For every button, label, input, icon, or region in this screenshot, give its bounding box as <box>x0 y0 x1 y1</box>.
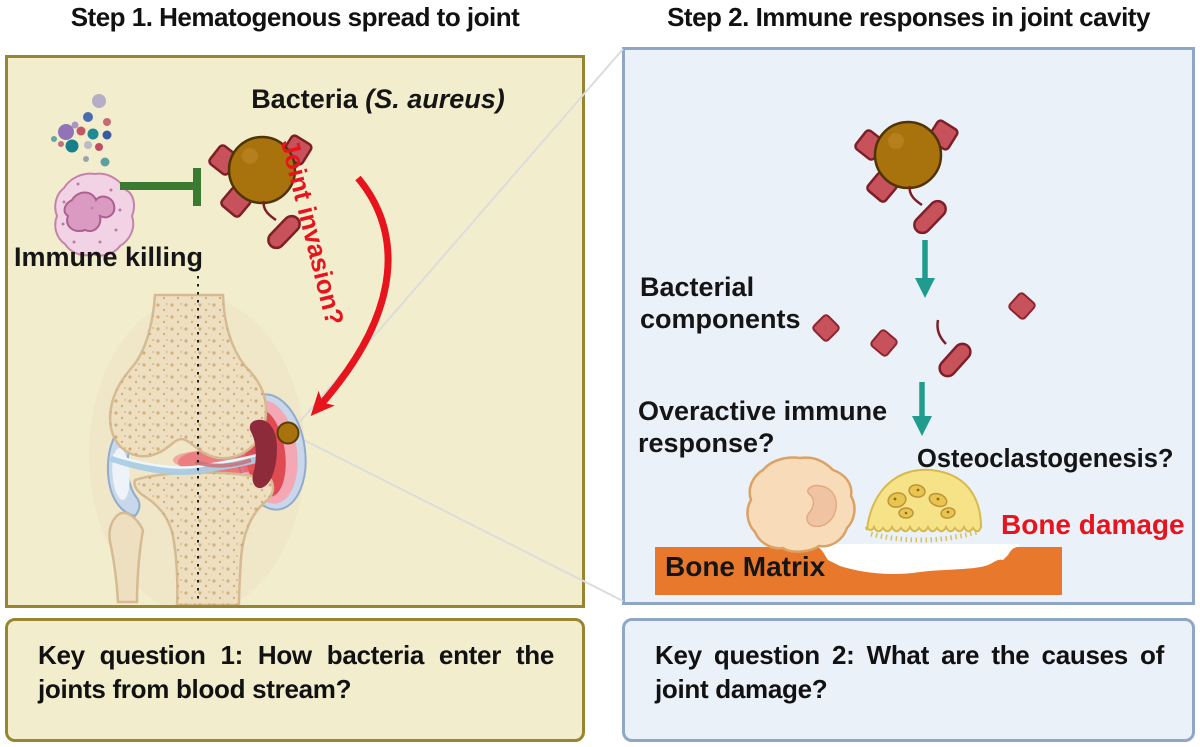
knee-joint-illustration <box>89 293 307 605</box>
key-question-1-text: Key question 1: How bacteria enter the j… <box>38 640 554 704</box>
immune-killing-label: Immune killing <box>14 242 204 272</box>
key-question-1-box: Key question 1: How bacteria enter the j… <box>5 618 585 742</box>
bacterial-components-label: Bacterial components <box>640 272 801 334</box>
step2-illustration <box>655 117 1062 595</box>
teal-arrow-down-2 <box>912 382 932 436</box>
bone-damage-label: Bone damage <box>1001 509 1185 540</box>
key-question-2-text: Key question 2: What are the causes of j… <box>655 640 1164 704</box>
osteoclast-illustration <box>865 468 983 543</box>
exudate-pocket <box>249 419 277 489</box>
step2-content: Bacterial components Overactive immune r… <box>625 50 1192 602</box>
teal-arrow-down-1 <box>915 240 935 298</box>
inhibition-arrow <box>120 168 201 206</box>
fibula-bone <box>108 511 145 604</box>
bacteria-species-name: (S. aureus) <box>365 84 505 114</box>
femur-bone <box>108 293 268 460</box>
cartilage <box>109 450 271 475</box>
key-question-2-box: Key question 2: What are the causes of j… <box>622 618 1195 742</box>
bacterial-component-diamond <box>812 314 840 342</box>
bacteria-label: Bacteria (S. aureus) <box>208 84 548 116</box>
osteoclastogenesis-label: Osteoclastogenesis? <box>917 445 1174 473</box>
bacterial-components-illustration <box>812 292 1036 378</box>
bacteria-label-name: Bacteria <box>251 84 366 114</box>
joint-bacterium <box>276 421 300 445</box>
bacterium-illustration <box>852 117 961 238</box>
step2-title: Step 2. Immune responses in joint cavity <box>667 2 1150 32</box>
bone-matrix-bar <box>655 544 1062 595</box>
cytokine-dots <box>51 94 112 167</box>
bacterial-component-pill <box>938 342 972 378</box>
neutrophil-illustration <box>54 172 135 257</box>
bacterial-component-pilus <box>936 319 947 345</box>
step2-panel: Bacterial components Overactive immune r… <box>622 47 1195 605</box>
step1-title: Step 1. Hematogenous spread to joint <box>70 2 520 32</box>
bacterial-component-diamond <box>1008 292 1036 320</box>
overactive-immune-label: Overactive immune response? <box>638 396 888 458</box>
bacterial-component-diamond <box>870 329 898 357</box>
immune-cell-illustration <box>746 456 856 553</box>
step1-content: Bacteria (S. aureus) Immune killing Join… <box>8 58 582 605</box>
step1-panel: Bacteria (S. aureus) Immune killing Join… <box>5 55 585 608</box>
bone-matrix-label: Bone Matrix <box>665 551 826 582</box>
